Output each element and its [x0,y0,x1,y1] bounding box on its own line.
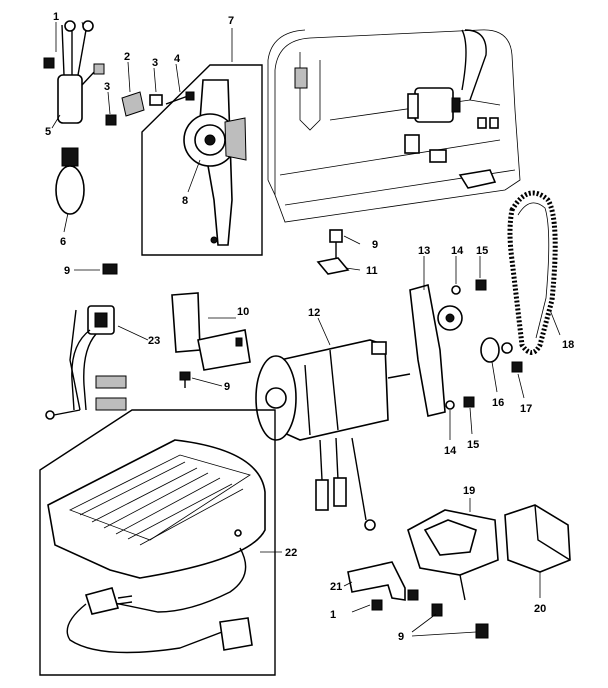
sewing-machine-outline [267,29,521,223]
callout-c3b: 3 [104,81,110,93]
callout-c21: 21 [330,581,342,593]
leader-lines [51,21,561,637]
callout-c9c: 9 [224,381,230,393]
motor-12 [255,339,411,531]
callout-c10: 10 [237,306,249,318]
cover-10 [171,292,251,388]
callout-c13: 13 [418,245,430,257]
callout-c17: 17 [520,403,532,415]
bracket-21 [347,561,489,639]
callout-c22: 22 [285,547,297,559]
motor-bracket-13 [409,279,523,417]
callout-c16: 16 [492,397,504,409]
callout-c1b: 1 [330,609,336,621]
callout-c23: 23 [148,335,160,347]
callout-c1a: 1 [53,11,59,23]
box-20 [504,504,571,573]
callout-c6: 6 [60,236,66,248]
callout-c7: 7 [228,15,234,27]
callout-c14a: 14 [451,245,464,257]
callout-c20: 20 [534,603,546,615]
box-7-light-bracket [141,64,263,256]
callout-c2: 2 [124,51,130,63]
callout-c3a: 3 [152,57,158,69]
callout-c12: 12 [308,307,320,319]
screws-and-bracket-11 [102,229,350,275]
callout-c15a: 15 [476,245,488,257]
callout-c15b: 15 [467,439,479,451]
callout-c5: 5 [45,126,51,138]
callout-c14b: 14 [444,445,457,457]
wiring-harness-23 [45,305,127,420]
belt-18 [507,190,558,355]
callout-c18: 18 [562,339,574,351]
callout-c8: 8 [182,195,188,207]
foot-controller-box-22 [39,409,276,676]
callout-c9a: 9 [64,265,70,277]
callout-c4: 4 [174,53,181,65]
light-socket-group [43,20,195,215]
callout-c19: 19 [463,485,475,497]
callout-c9d: 9 [398,631,404,643]
callout-c9b: 9 [372,239,378,251]
bracket-19 [407,509,499,601]
callout-c11: 11 [366,265,378,277]
